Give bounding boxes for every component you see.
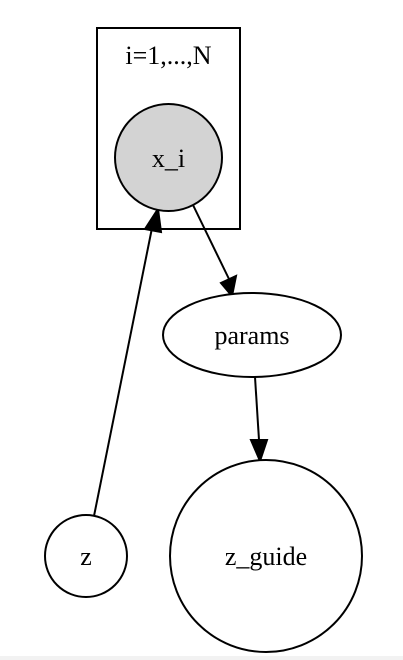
arrowhead-x_i xyxy=(143,206,163,234)
node-z: z xyxy=(44,514,128,598)
plate-box xyxy=(96,27,241,230)
arrowhead-params xyxy=(219,274,238,299)
node-z_guide: z_guide xyxy=(169,459,363,653)
node-params-shape xyxy=(162,292,342,378)
edge-z-to-x_i xyxy=(93,227,153,517)
plate-label: i=1,...,N xyxy=(125,41,211,70)
node-z-label: z xyxy=(80,542,92,571)
edge-x_i-to-params xyxy=(192,204,230,280)
node-z_guide-shape xyxy=(169,459,363,653)
node-params-label: params xyxy=(214,321,289,350)
arrowhead-z_guide xyxy=(249,439,269,464)
bottom-edge-strip xyxy=(0,656,403,660)
node-x_i: x_i xyxy=(114,103,223,212)
node-z-shape xyxy=(44,514,128,598)
node-x_i-label: x_i xyxy=(152,144,185,173)
edge-params-to-z_guide xyxy=(254,376,260,441)
node-params: params xyxy=(162,292,342,378)
edges-group xyxy=(93,204,269,517)
node-x_i-shape xyxy=(114,103,223,212)
node-z_guide-label: z_guide xyxy=(225,542,307,571)
